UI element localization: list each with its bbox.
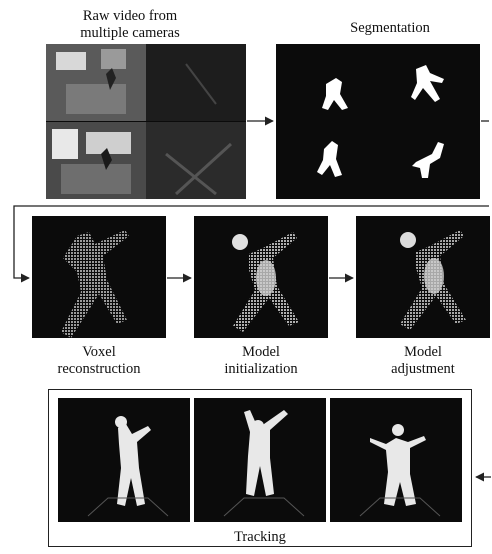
arrow-wrap-to-voxel xyxy=(14,206,489,278)
